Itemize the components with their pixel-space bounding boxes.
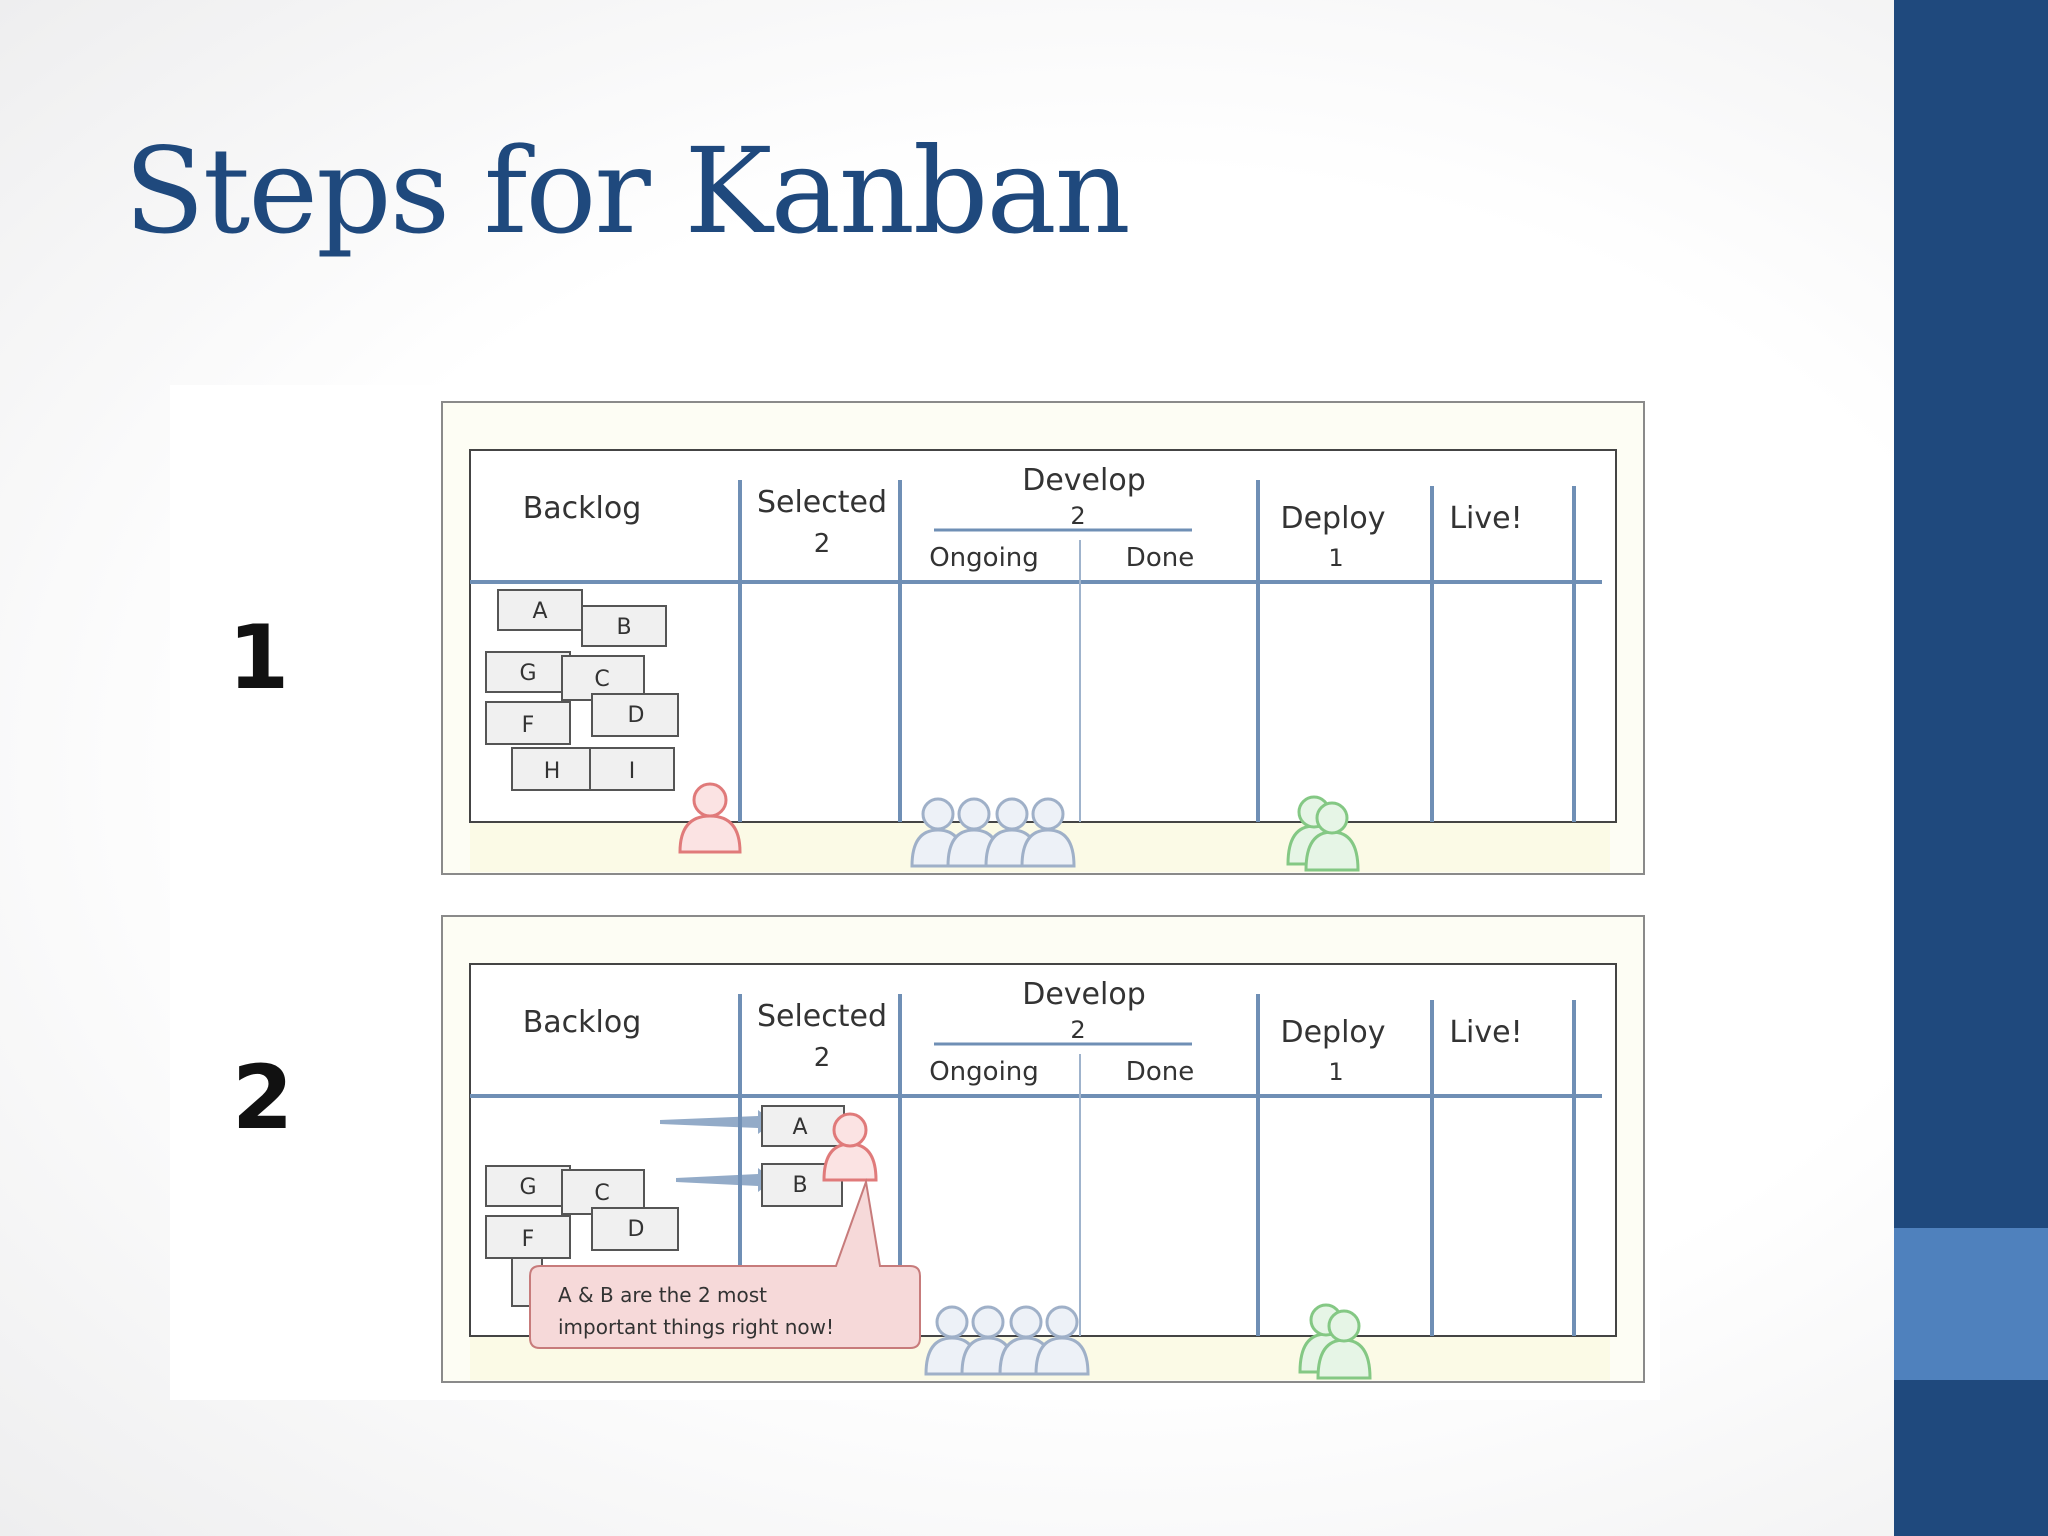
header-deploy: Deploy: [1280, 501, 1385, 536]
svg-text:A: A: [532, 599, 547, 624]
card-selected-b: B: [761, 1163, 843, 1207]
header-backlog: Backlog: [523, 491, 642, 526]
svg-text:H: H: [544, 759, 561, 784]
svg-text:F: F: [522, 713, 535, 738]
card-selected-a: A: [761, 1105, 845, 1147]
svg-text:A: A: [792, 1115, 807, 1140]
svg-text:D: D: [628, 703, 645, 728]
developer-figures: [924, 1305, 1090, 1376]
card-b: B: [581, 605, 667, 647]
header-ongoing: Ongoing: [929, 543, 1039, 573]
move-arrows: [660, 1110, 774, 1192]
card-f: F: [485, 1215, 571, 1259]
operations-figures: [1298, 1303, 1372, 1380]
card-h: H: [511, 747, 593, 791]
callout-bubble: A & B are the 2 most important things ri…: [529, 1178, 921, 1349]
svg-text:B: B: [792, 1173, 807, 1198]
header-deploy-limit: 1: [1328, 1058, 1343, 1086]
card-a: A: [497, 589, 583, 631]
header-deploy: Deploy: [1280, 1015, 1385, 1050]
card-c: C: [561, 1169, 645, 1215]
svg-text:G: G: [519, 1175, 536, 1200]
kanban-board-1: Backlog Selected 2 Develop 2 Ongoing Don…: [441, 401, 1645, 875]
header-done: Done: [1126, 543, 1194, 573]
header-live: Live!: [1449, 1015, 1522, 1050]
developer-figures: [910, 797, 1076, 868]
callout-line-2: important things right now!: [558, 1315, 834, 1339]
header-backlog: Backlog: [523, 1005, 642, 1040]
product-owner-figure: [678, 782, 742, 854]
svg-text:C: C: [594, 667, 609, 692]
header-selected: Selected: [757, 999, 887, 1034]
header-selected-limit: 2: [814, 1043, 831, 1073]
callout-line-1: A & B are the 2 most: [558, 1283, 767, 1307]
header-live: Live!: [1449, 501, 1522, 536]
card-d: D: [591, 1207, 679, 1251]
kanban-board-2: Backlog Selected 2 Develop 2 Ongoing Don…: [441, 915, 1645, 1383]
svg-text:D: D: [628, 1217, 645, 1242]
slide-title: Steps for Kanban: [124, 122, 1131, 260]
svg-text:I: I: [629, 759, 636, 784]
card-g: G: [485, 651, 571, 693]
header-develop-limit: 2: [1070, 1016, 1085, 1044]
svg-text:B: B: [616, 615, 631, 640]
card-c: C: [561, 655, 645, 701]
svg-text:F: F: [522, 1227, 535, 1252]
header-develop: Develop: [1022, 977, 1146, 1012]
card-f: F: [485, 701, 571, 745]
card-g: G: [485, 1165, 571, 1207]
step-number-2: 2: [232, 1046, 294, 1149]
header-develop-limit: 2: [1070, 502, 1085, 530]
svg-text:G: G: [519, 661, 536, 686]
header-deploy-limit: 1: [1328, 544, 1343, 572]
operations-figures: [1286, 795, 1360, 872]
header-done: Done: [1126, 1057, 1194, 1087]
header-ongoing: Ongoing: [929, 1057, 1039, 1087]
header-selected: Selected: [757, 485, 887, 520]
header-develop: Develop: [1022, 463, 1146, 498]
header-selected-limit: 2: [814, 529, 831, 559]
card-i: I: [589, 747, 675, 791]
svg-text:C: C: [594, 1181, 609, 1206]
accent-block: [1894, 1228, 2048, 1380]
step-number-1: 1: [228, 606, 290, 709]
product-owner-figure: [822, 1112, 878, 1182]
card-d: D: [591, 693, 679, 737]
